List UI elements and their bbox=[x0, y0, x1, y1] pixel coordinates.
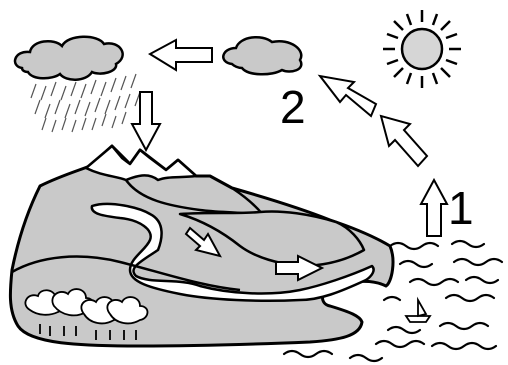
cloud-icon bbox=[15, 37, 123, 80]
rain-icon bbox=[31, 74, 140, 132]
boat-icon bbox=[406, 300, 430, 322]
sun-icon bbox=[383, 10, 461, 88]
stage-label-2: 2 bbox=[280, 84, 306, 130]
stage-label-1: 1 bbox=[448, 185, 474, 231]
cloud-icon bbox=[223, 37, 301, 74]
